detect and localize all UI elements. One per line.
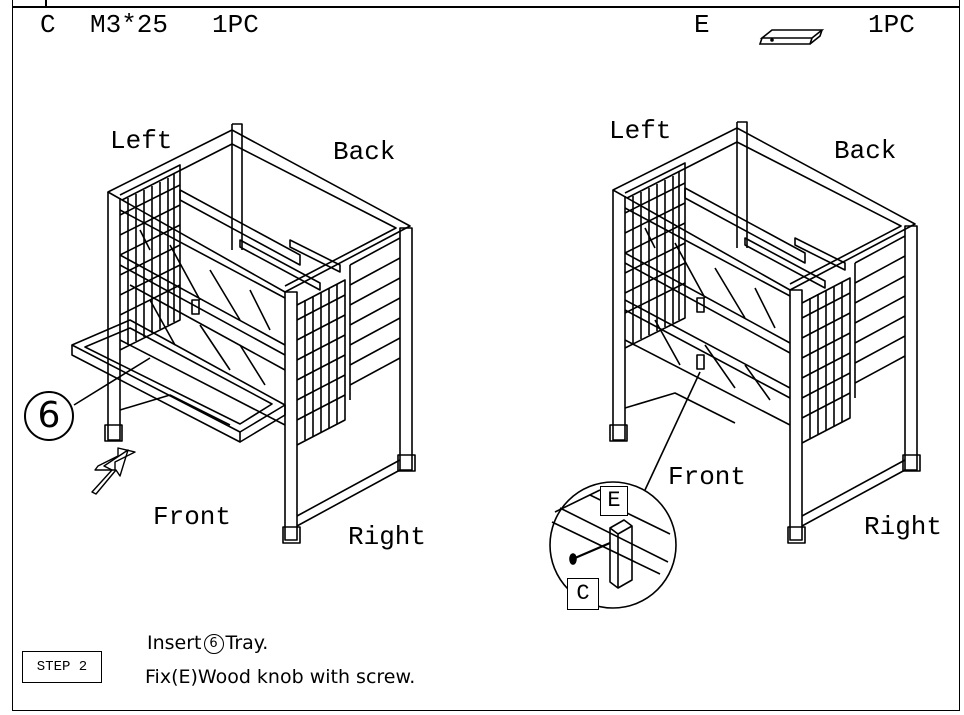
left-diagram-label-back: Back [333, 137, 396, 167]
part-e-qty: 1PC [868, 10, 915, 40]
left-diagram-label-left: Left [110, 126, 173, 156]
part-c-letter: C [40, 10, 56, 40]
left-diagram-label-front: Front [153, 502, 232, 532]
step-label: STEP 2 [22, 651, 102, 683]
detail-label-e: E [600, 486, 628, 516]
instruction-tray-number: 6 [203, 633, 224, 654]
top-divider [45, 0, 47, 7]
top-rule [12, 6, 960, 8]
right-diagram-label-back: Back [834, 136, 897, 166]
right-diagram-label-front: Front [668, 462, 747, 492]
right-diagram-label-right: Right [864, 512, 943, 542]
left-diagram-label-right: Right [348, 522, 427, 552]
instruction-tray-word: Tray. [225, 632, 269, 654]
page-frame [12, 0, 960, 711]
part-c-spec: M3*25 [90, 10, 169, 40]
part-c-qty: 1PC [212, 10, 259, 40]
right-diagram-label-left: Left [609, 116, 672, 146]
part-e-letter: E [694, 10, 710, 40]
detail-label-c: C [567, 578, 599, 610]
tray-callout-number: 6 [24, 391, 74, 441]
instruction-line-2: Fix(E)Wood knob with screw. [145, 666, 416, 688]
instruction-insert-word: Insert [147, 632, 202, 654]
